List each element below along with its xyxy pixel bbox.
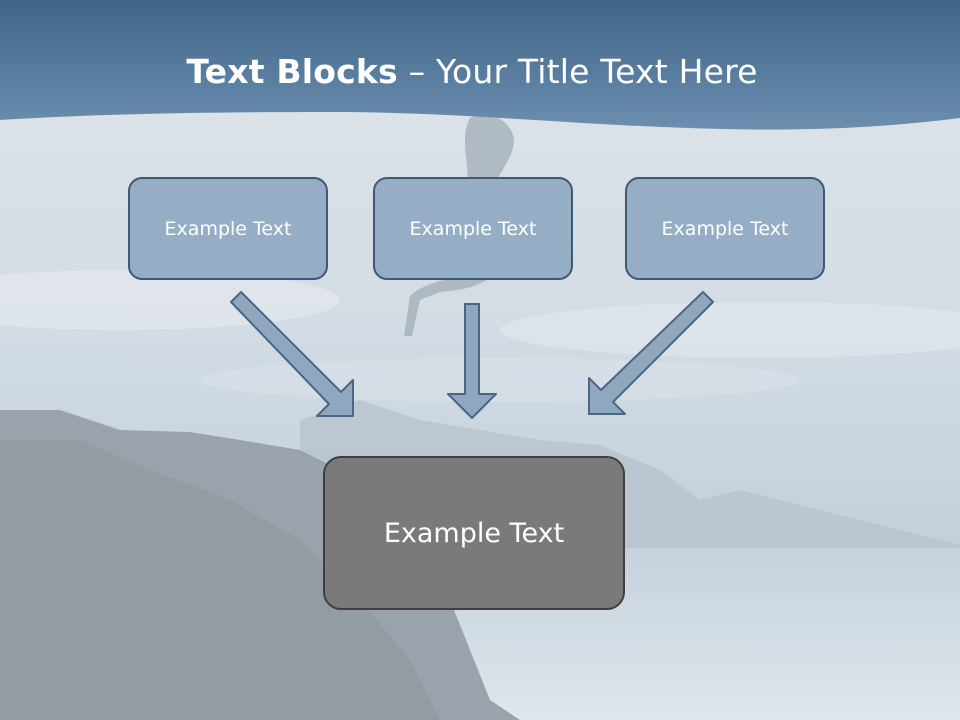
title-dash: – xyxy=(397,52,436,91)
rock-shade xyxy=(0,440,440,720)
text-block-1-label: Example Text xyxy=(164,217,292,240)
jumper-silhouette xyxy=(404,114,514,336)
cloud xyxy=(200,358,800,402)
result-block[interactable]: Example Text xyxy=(323,456,625,610)
text-block-3-label: Example Text xyxy=(661,217,789,240)
text-block-2-label: Example Text xyxy=(409,217,537,240)
header-band xyxy=(0,0,960,130)
title-bold: Text Blocks xyxy=(186,52,398,91)
text-block-3[interactable]: Example Text xyxy=(625,177,825,280)
title-rest: Your Title Text Here xyxy=(435,52,758,91)
text-block-1[interactable]: Example Text xyxy=(128,177,328,280)
slide-title: Text Blocks – Your Title Text Here xyxy=(0,52,944,91)
result-block-label: Example Text xyxy=(383,517,565,549)
text-block-2[interactable]: Example Text xyxy=(373,177,573,280)
